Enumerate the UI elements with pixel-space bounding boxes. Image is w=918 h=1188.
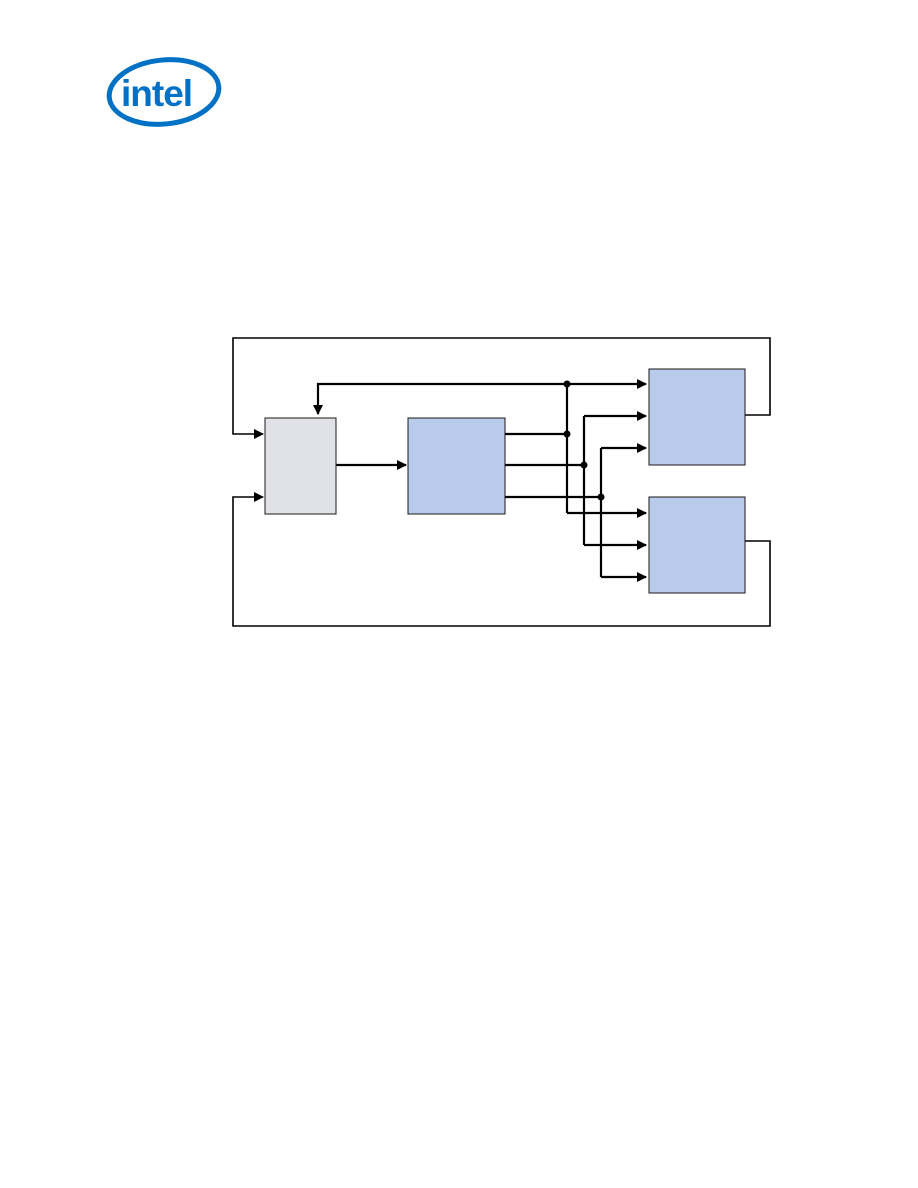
control-wire [313, 382, 567, 415]
junction-dot [597, 493, 605, 501]
junction-dot [563, 380, 571, 388]
intel-logo-icon: intel [106, 55, 222, 127]
feedback-wire-top [232, 337, 771, 439]
lower-right-block [648, 496, 746, 594]
center-blue-block [407, 417, 506, 515]
junction-dot [580, 461, 588, 469]
gray-block [264, 417, 337, 515]
logo-wordmark: intel [121, 73, 192, 114]
upper-right-block [648, 368, 746, 466]
junction-dot [563, 430, 571, 438]
feedback-wire-bottom [232, 492, 771, 627]
